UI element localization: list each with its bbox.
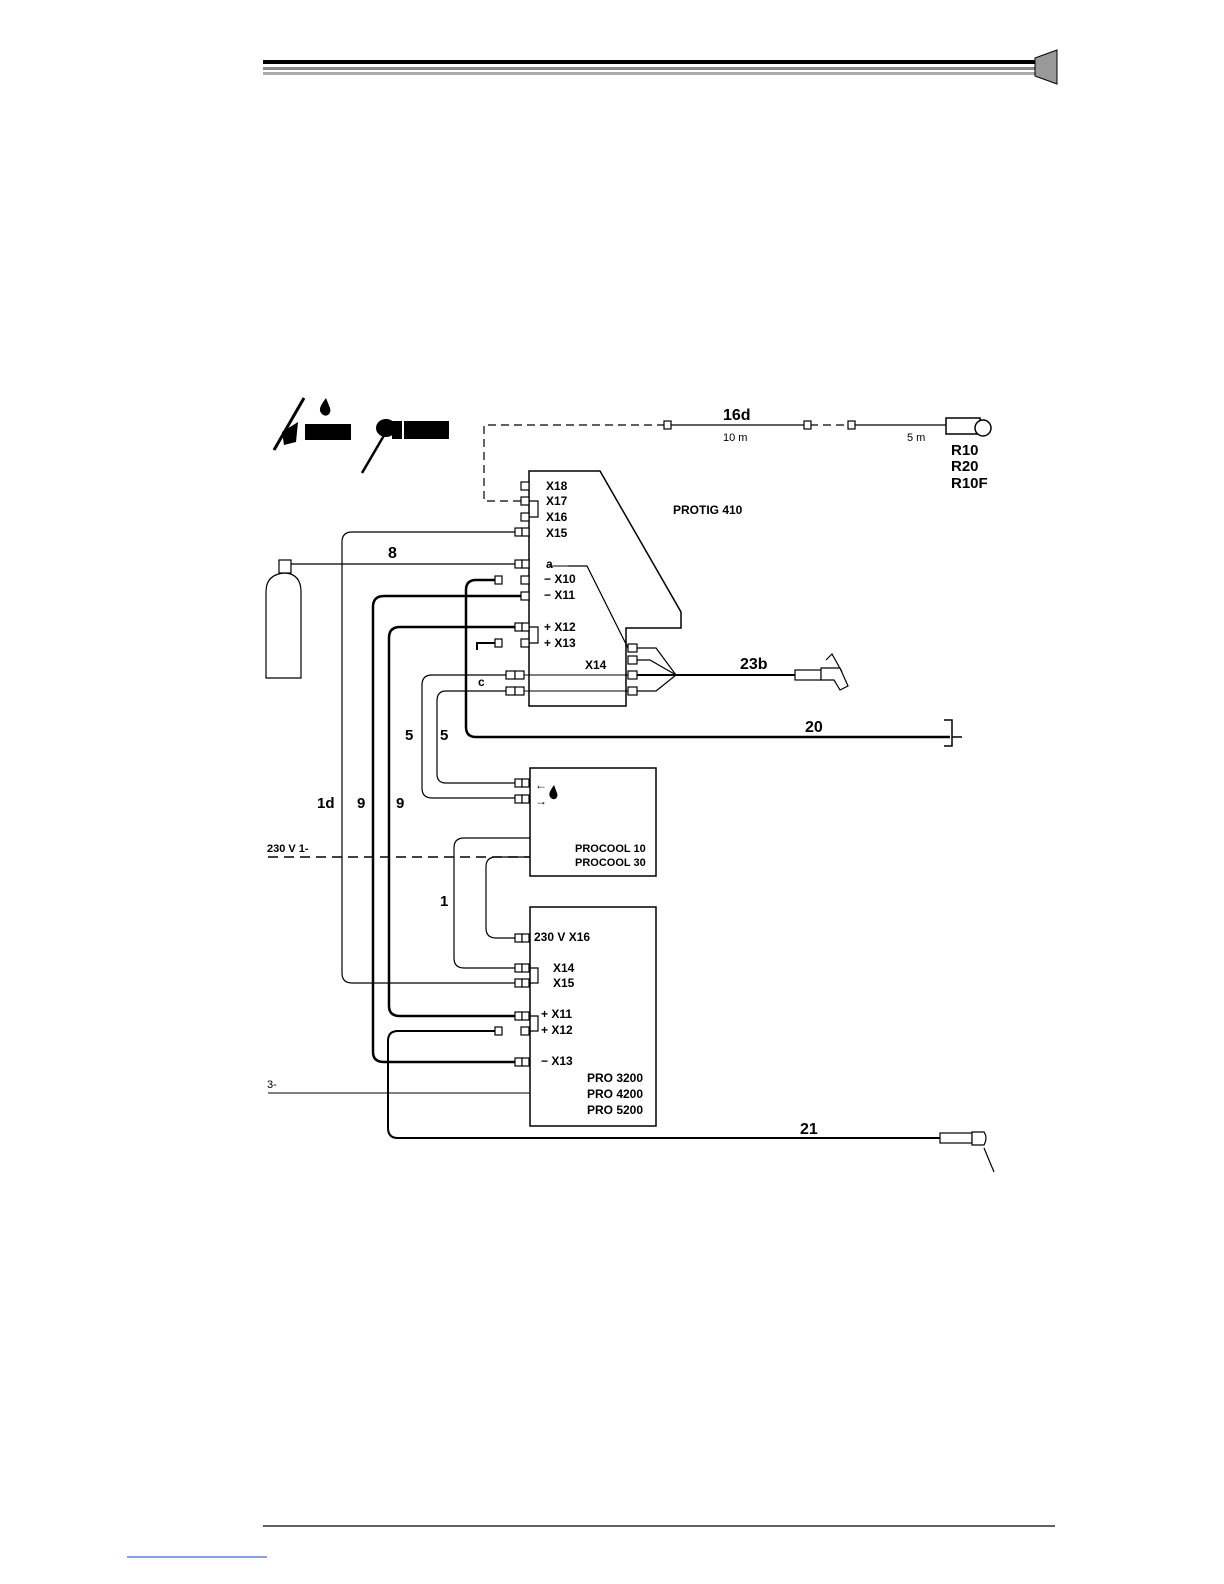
cable-c-label: c (478, 675, 485, 689)
cable-5b-label: 5 (440, 727, 448, 744)
remote-r10: R10 (951, 442, 979, 459)
header-rule (263, 50, 1057, 84)
cable-9b-label: 9 (396, 795, 404, 812)
pro-port-x13: − X13 (541, 1054, 573, 1068)
cable-9-outer (373, 596, 521, 1062)
pro-label-3: PRO 5200 (587, 1103, 643, 1117)
procool-label-2: PROCOOL 30 (575, 857, 646, 869)
cable-5a-label: 5 (405, 727, 413, 744)
pro-label-2: PRO 4200 (587, 1087, 643, 1101)
cable-21 (388, 1031, 940, 1138)
cable-16d-length-1: 10 m (723, 432, 747, 444)
mma-welding-icon (362, 419, 449, 473)
coolant-return-arrow-icon: ← (535, 778, 547, 792)
mains-3ph-label: 3- (267, 1079, 277, 1091)
remote-r20: R20 (951, 458, 979, 475)
pro-port-x14: X14 (553, 961, 575, 975)
cable-23b-label: 23b (740, 656, 768, 673)
remote-r10f: R10F (951, 475, 988, 492)
cable-20-label: 20 (805, 719, 823, 736)
cable-9a-label: 9 (357, 795, 365, 812)
mains-230v-label: 230 V 1- (267, 843, 309, 855)
cable-23b (637, 648, 795, 691)
cable-8-label: 8 (388, 545, 397, 562)
protig-port-x17: X17 (546, 494, 568, 508)
remote-control-icon (946, 418, 991, 436)
pro-port-x12: + X12 (541, 1023, 573, 1037)
protig-port-x11: − X11 (544, 588, 575, 602)
protig-port-x10: − X10 (544, 572, 576, 586)
tig-welding-icon (274, 398, 351, 450)
ground-clamp-icon (944, 720, 962, 746)
pro-port-x15: X15 (553, 976, 575, 990)
protig-port-x18: X18 (546, 479, 568, 493)
cable-21-label: 21 (800, 1121, 818, 1138)
water-drop-icon (320, 398, 330, 416)
protig-port-x14: X14 (585, 658, 607, 672)
cable-16d-label: 16d (723, 407, 751, 424)
coolant-flow-arrow-icon: → (535, 794, 547, 808)
cable-1d (342, 532, 515, 983)
protig-port-a: a (546, 557, 553, 571)
cable-1d-label: 1d (317, 795, 335, 812)
cable-1-b (486, 857, 530, 938)
pro-port-x11: + X11 (541, 1007, 572, 1021)
protig-port-x15: X15 (546, 526, 568, 540)
pro-label-1: PRO 3200 (587, 1071, 643, 1085)
procool-label-1: PROCOOL 10 (575, 843, 646, 855)
protig-port-x16: X16 (546, 510, 568, 524)
tig-torch-icon (795, 654, 848, 690)
protig-label: PROTIG 410 (673, 503, 743, 517)
electrode-holder-icon (940, 1132, 994, 1172)
protig-port-x13: + X13 (544, 636, 576, 650)
gas-cylinder-icon (266, 560, 301, 678)
cable-1-label: 1 (440, 893, 448, 910)
pro-port-x16: 230 V X16 (534, 930, 590, 944)
cable-9-inner (389, 627, 515, 1016)
cable-16d-length-2: 5 m (907, 432, 925, 444)
protig-port-x12: + X12 (544, 620, 576, 634)
